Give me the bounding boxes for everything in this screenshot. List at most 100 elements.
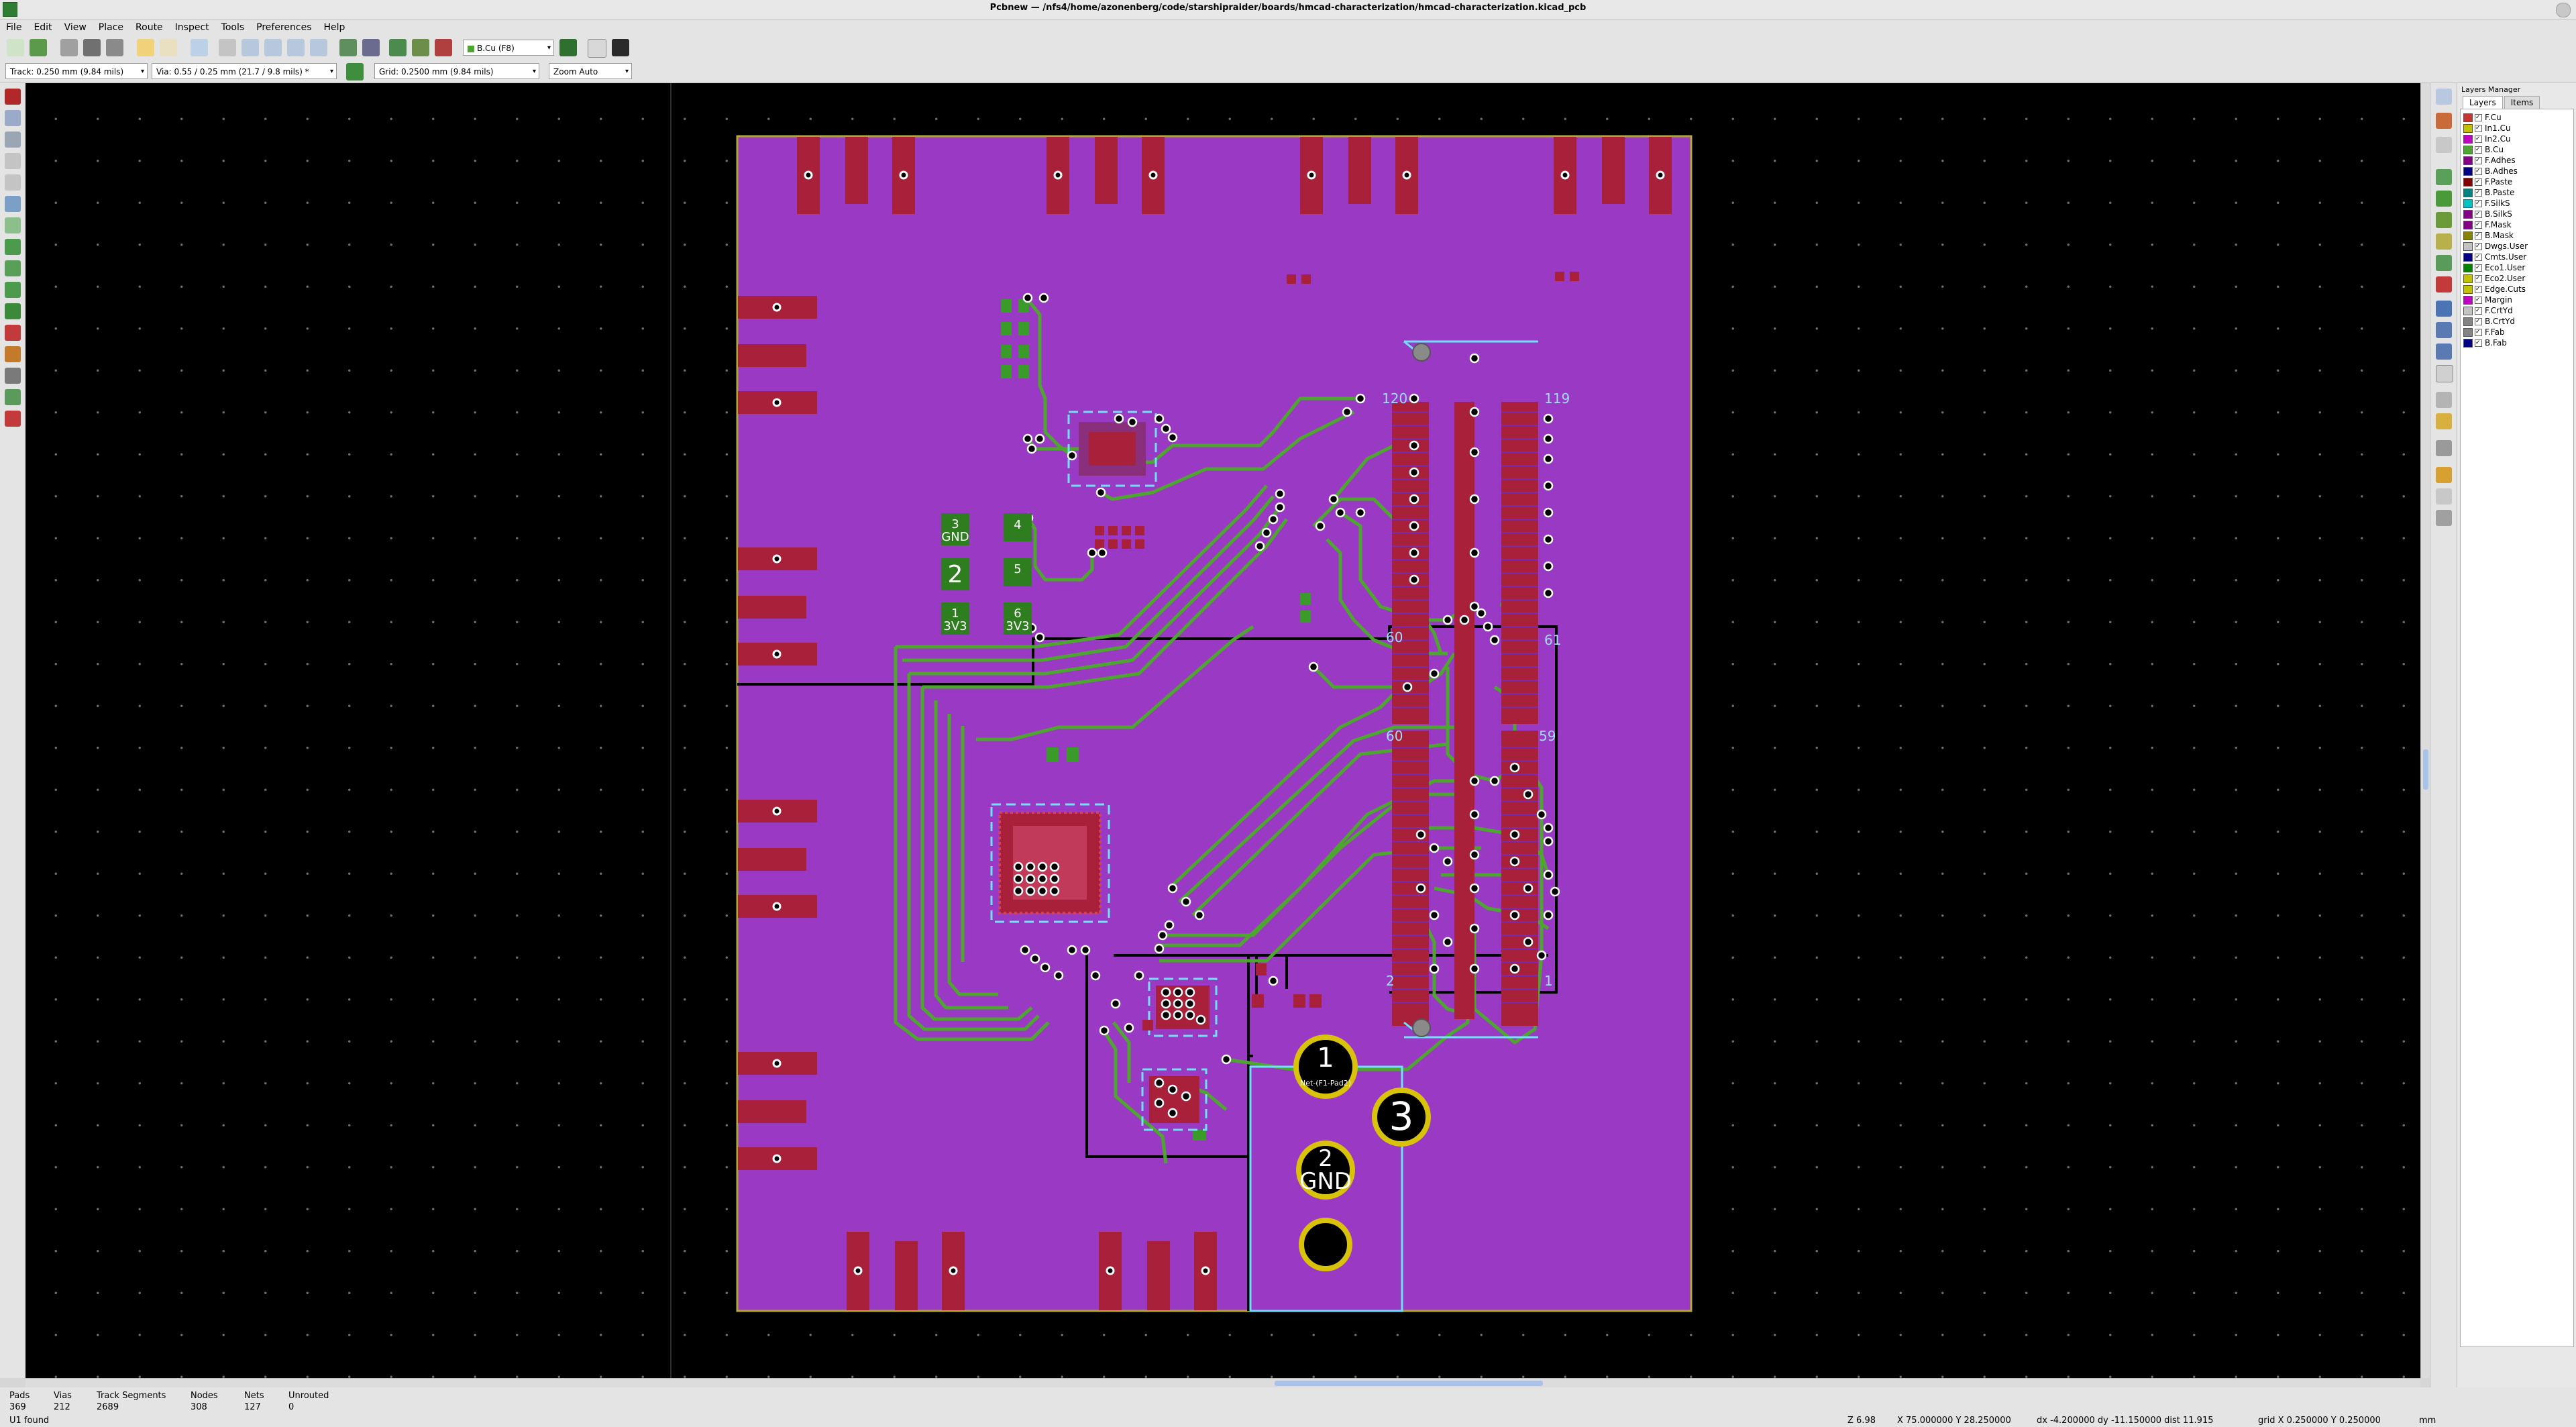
add-target-icon[interactable] — [2436, 413, 2452, 429]
zoom-select[interactable]: Zoom Auto▾ — [549, 63, 632, 79]
menu-inspect[interactable]: Inspect — [174, 22, 209, 33]
layer-color-swatch[interactable] — [2463, 220, 2473, 229]
highlight-net-icon[interactable] — [2436, 113, 2452, 129]
layer-color-swatch[interactable] — [2463, 188, 2473, 197]
layer-color-swatch[interactable] — [2463, 306, 2473, 315]
layer-color-swatch[interactable] — [2463, 113, 2473, 122]
layer-row[interactable]: ✓B.Fab — [2461, 337, 2573, 348]
zone-fill-icon[interactable] — [5, 239, 21, 255]
tab-items[interactable]: Items — [2504, 96, 2540, 109]
layers-manager-toggle-icon[interactable] — [5, 389, 21, 405]
layer-visibility-checkbox[interactable]: ✓ — [2475, 296, 2482, 304]
mm-units-icon[interactable] — [5, 174, 21, 191]
board-setup-icon[interactable] — [60, 39, 78, 56]
local-ratsnest-icon[interactable] — [2436, 137, 2452, 153]
layer-row[interactable]: ✓B.Paste — [2461, 187, 2573, 198]
print-icon[interactable] — [83, 39, 101, 56]
set-origin-icon[interactable] — [2436, 467, 2452, 483]
layer-color-swatch[interactable] — [2463, 199, 2473, 208]
plugin-icon[interactable] — [612, 39, 629, 56]
layer-visibility-checkbox[interactable]: ✓ — [2475, 124, 2482, 132]
layer-row[interactable]: ✓In1.Cu — [2461, 123, 2573, 134]
add-via-icon[interactable] — [2436, 233, 2452, 250]
layer-color-swatch[interactable] — [2463, 284, 2473, 294]
layer-visibility-checkbox[interactable]: ✓ — [2475, 242, 2482, 250]
layer-visibility-checkbox[interactable]: ✓ — [2475, 189, 2482, 197]
layer-row[interactable]: ✓Eco1.User — [2461, 262, 2573, 273]
cursor-shape-icon[interactable] — [5, 196, 21, 212]
vertical-scrollbar[interactable] — [2420, 83, 2430, 1378]
pad-sketch-icon[interactable] — [5, 282, 21, 298]
layer-row[interactable]: ✓In2.Cu — [2461, 134, 2573, 144]
drc-icon[interactable] — [435, 39, 452, 56]
add-circle-icon[interactable] — [2436, 322, 2452, 338]
delete-icon[interactable] — [2436, 440, 2452, 456]
zoom-in-icon[interactable] — [241, 39, 259, 56]
menu-view[interactable]: View — [64, 22, 87, 33]
footprint-browser-icon[interactable] — [362, 39, 380, 56]
layer-color-swatch[interactable] — [2463, 145, 2473, 154]
menu-preferences[interactable]: Preferences — [256, 22, 312, 33]
redo-icon[interactable] — [160, 39, 177, 56]
pcb-canvas[interactable]: 3 GND 4 2 5 1 3V3 6 3V3 1 Net-(F1-Pad2) … — [25, 83, 2420, 1378]
layer-row[interactable]: ✓F.SilkS — [2461, 198, 2573, 209]
layer-visibility-checkbox[interactable]: ✓ — [2475, 264, 2482, 272]
drc-markers-icon[interactable] — [5, 89, 21, 105]
layer-color-swatch[interactable] — [2463, 295, 2473, 305]
layer-visibility-checkbox[interactable]: ✓ — [2475, 167, 2482, 175]
layer-color-swatch[interactable] — [2463, 123, 2473, 133]
layer-visibility-checkbox[interactable]: ✓ — [2475, 113, 2482, 121]
layer-visibility-checkbox[interactable]: ✓ — [2475, 339, 2482, 347]
layer-pair-icon[interactable] — [559, 39, 577, 56]
layer-row[interactable]: ✓B.Cu — [2461, 144, 2573, 155]
layer-row[interactable]: ✓F.Paste — [2461, 176, 2573, 187]
track-width-select[interactable]: Track: 0.250 mm (9.84 mils)▾ — [5, 63, 148, 79]
layer-row[interactable]: ✓Edge.Cuts — [2461, 284, 2573, 295]
add-keepout-icon[interactable] — [2436, 276, 2452, 293]
layer-color-swatch[interactable] — [2463, 327, 2473, 337]
grid-select[interactable]: Grid: 0.2500 mm (9.84 mils)▾ — [374, 63, 539, 79]
netlist-icon[interactable] — [389, 39, 407, 56]
layer-row[interactable]: ✓Eco2.User — [2461, 273, 2573, 284]
layer-visibility-checkbox[interactable]: ✓ — [2475, 317, 2482, 325]
auto-track-width-icon[interactable] — [346, 63, 364, 81]
layer-select[interactable]: B.Cu (F8)▾ — [463, 40, 554, 56]
layer-color-swatch[interactable] — [2463, 338, 2473, 348]
layer-visibility-checkbox[interactable]: ✓ — [2475, 328, 2482, 336]
layer-row[interactable]: ✓B.Mask — [2461, 230, 2573, 241]
layer-row[interactable]: ✓B.CrtYd — [2461, 316, 2573, 327]
layer-row[interactable]: ✓F.Cu — [2461, 112, 2573, 123]
menu-route[interactable]: Route — [136, 22, 163, 33]
add-dimension-icon[interactable] — [2436, 392, 2452, 408]
route-diff-pair-icon[interactable] — [2436, 212, 2452, 228]
layer-visibility-checkbox[interactable]: ✓ — [2475, 146, 2482, 154]
add-arc-icon[interactable] — [2436, 343, 2452, 360]
layer-color-swatch[interactable] — [2463, 209, 2473, 219]
menu-tools[interactable]: Tools — [221, 22, 245, 33]
plot-icon[interactable] — [106, 39, 123, 56]
undo-icon[interactable] — [137, 39, 154, 56]
layer-color-swatch[interactable] — [2463, 156, 2473, 165]
layer-visibility-checkbox[interactable]: ✓ — [2475, 210, 2482, 218]
horizontal-scrollbar[interactable] — [25, 1378, 2420, 1388]
inch-units-icon[interactable] — [5, 153, 21, 169]
scripting-console-icon[interactable] — [588, 39, 606, 58]
polar-coords-icon[interactable] — [5, 131, 21, 148]
layer-row[interactable]: ✓Cmts.User — [2461, 252, 2573, 262]
footprint-editor-icon[interactable] — [339, 39, 357, 56]
layer-row[interactable]: ✓F.CrtYd — [2461, 305, 2573, 316]
window-close-icon[interactable] — [2556, 3, 2571, 17]
layer-color-swatch[interactable] — [2463, 263, 2473, 272]
zoom-out-icon[interactable] — [264, 39, 282, 56]
layer-visibility-checkbox[interactable]: ✓ — [2475, 231, 2482, 240]
layer-color-swatch[interactable] — [2463, 274, 2473, 283]
menu-edit[interactable]: Edit — [34, 22, 52, 33]
measure-icon[interactable] — [2436, 510, 2452, 526]
horizontal-scroll-thumb[interactable] — [1275, 1381, 1543, 1386]
microwave-toolbar-icon[interactable] — [5, 411, 21, 427]
add-line-icon[interactable] — [2436, 301, 2452, 317]
layer-color-swatch[interactable] — [2463, 177, 2473, 187]
new-board-icon[interactable] — [7, 39, 24, 56]
layer-visibility-checkbox[interactable]: ✓ — [2475, 253, 2482, 261]
tab-layers[interactable]: Layers — [2463, 96, 2503, 109]
